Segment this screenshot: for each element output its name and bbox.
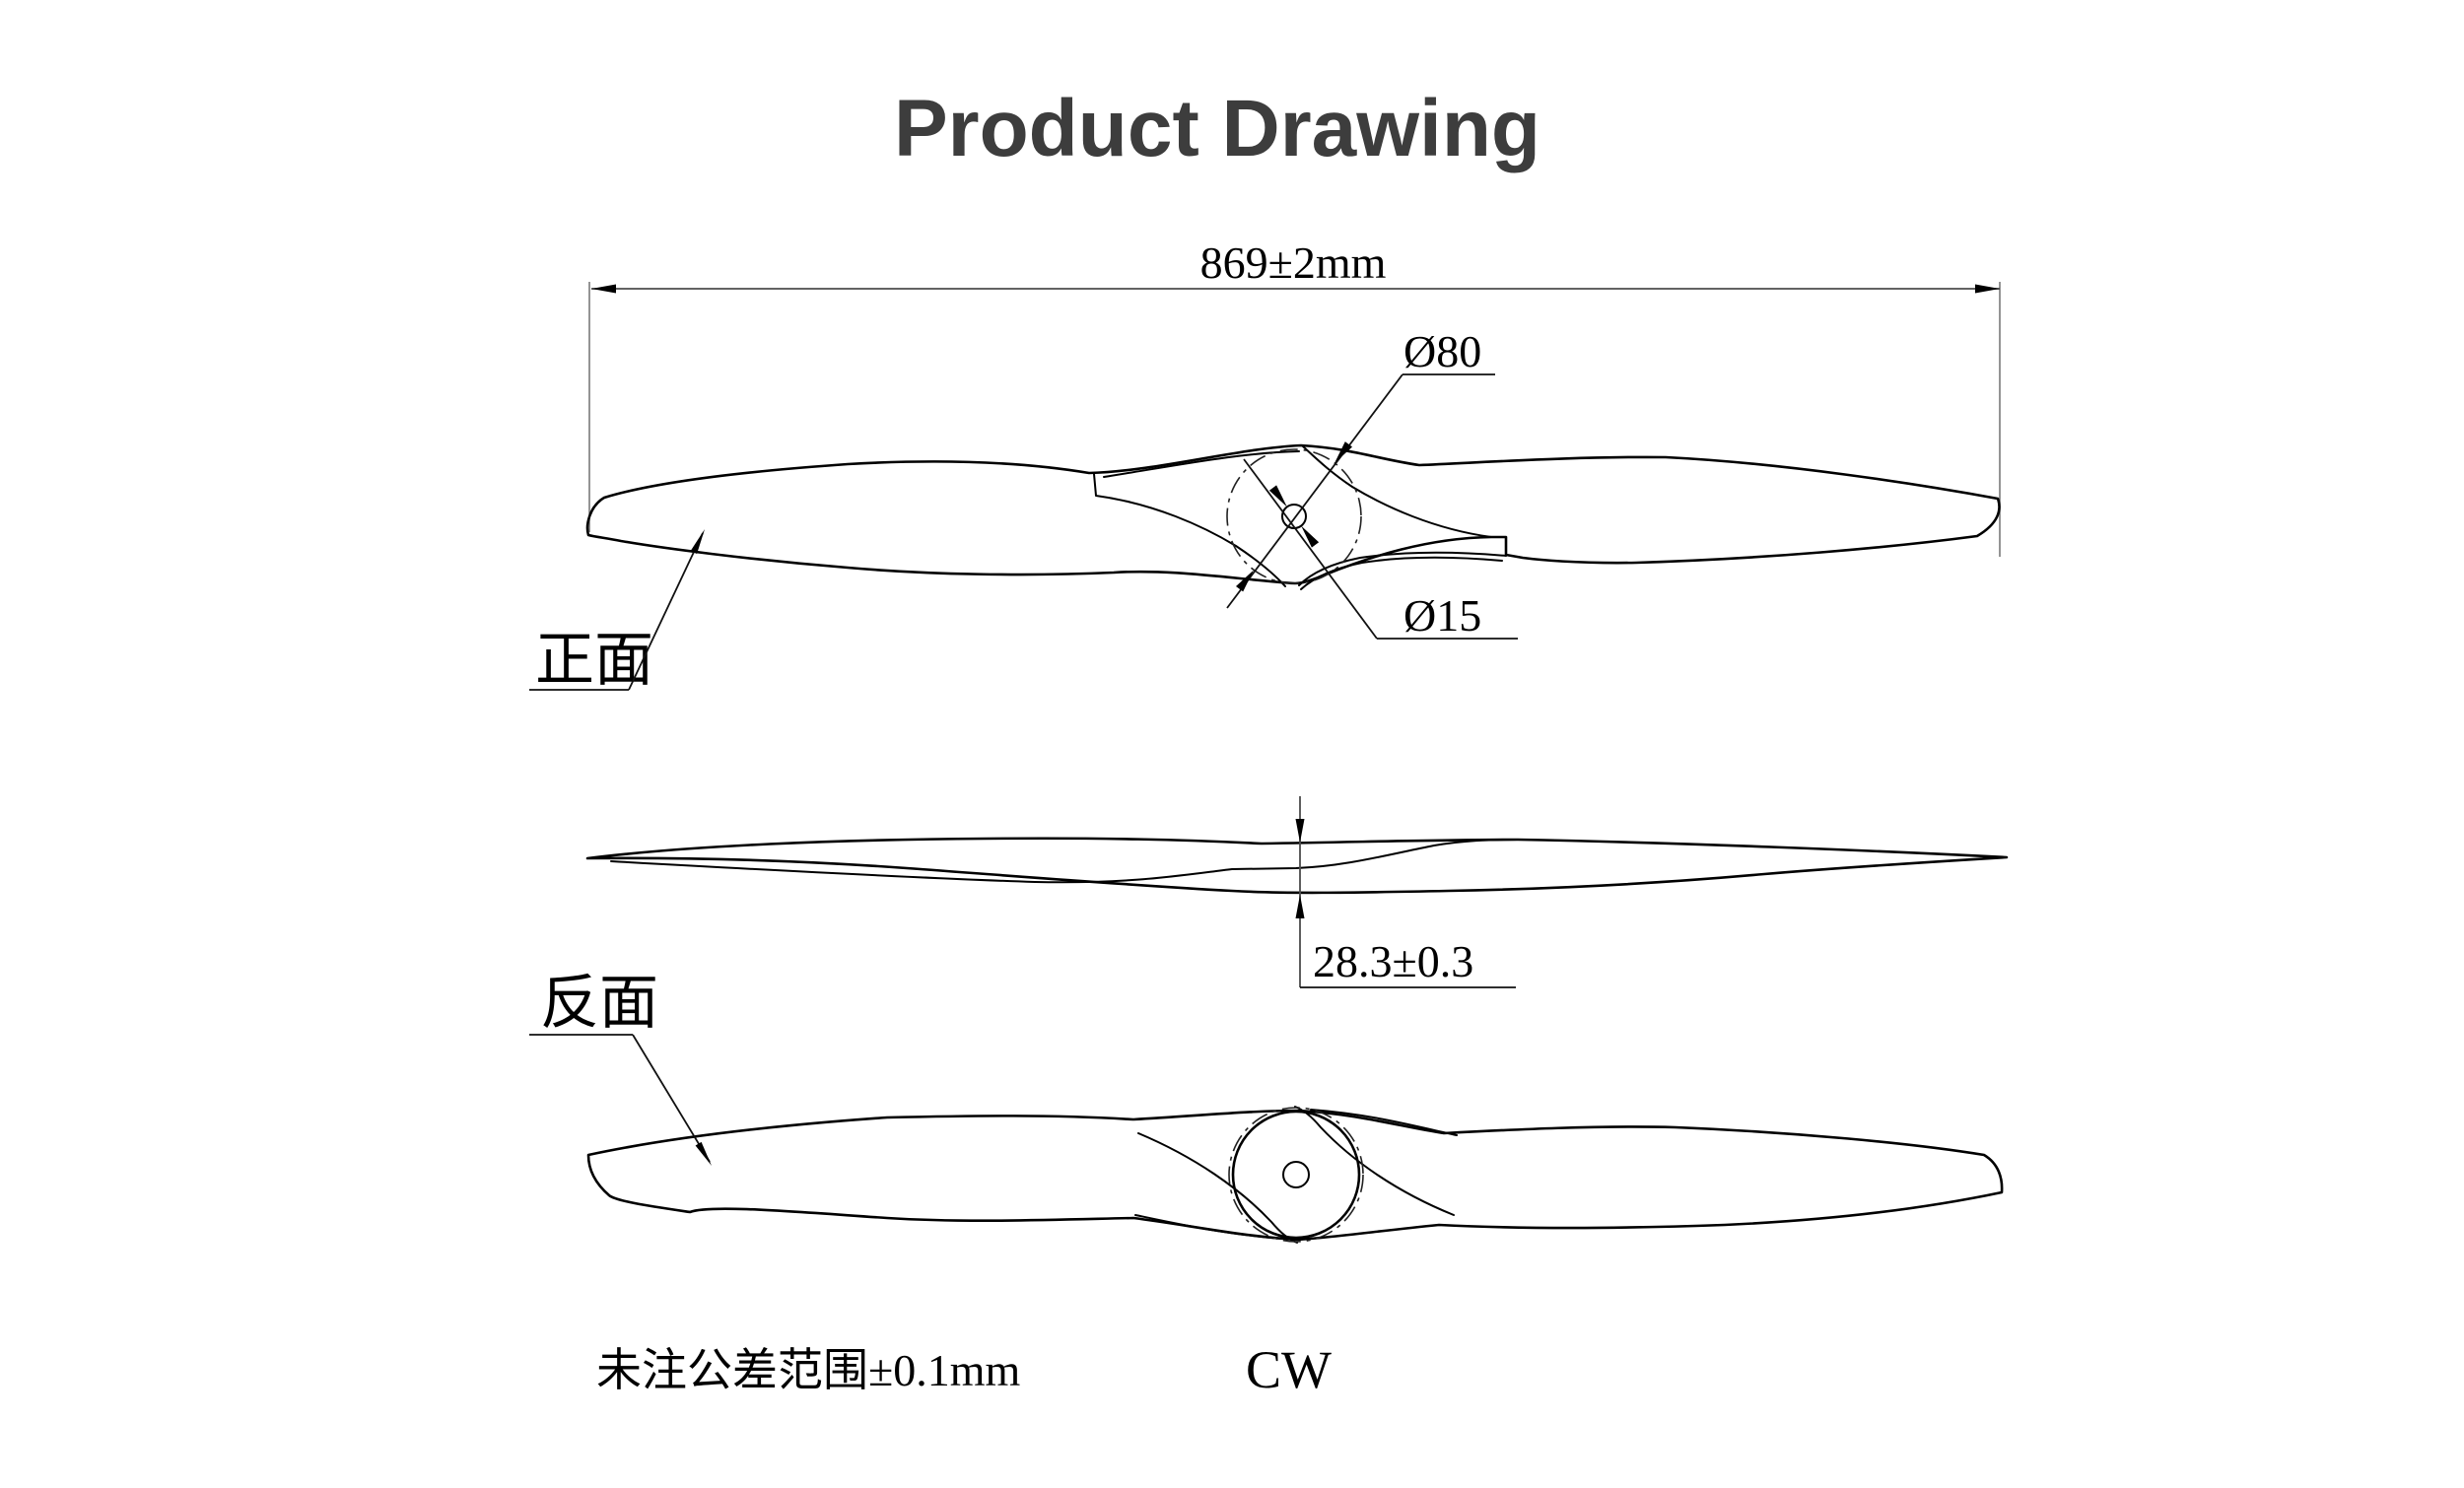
- bore-diameter-arrow-upper: [1268, 485, 1287, 507]
- hub-edge-double-back-bottom: [1134, 1214, 1282, 1240]
- hub-root-curve-back-right: [1294, 1106, 1455, 1216]
- hub-root-curve-right: [1302, 445, 1492, 538]
- back-view-label: 反面: [540, 971, 658, 1036]
- dim-thickness: 28.3±0.3: [1295, 796, 1516, 988]
- tolerance-note: 未注公差范围±0.1mm: [596, 1345, 1021, 1395]
- hub-dashed-circle-back: [1228, 1107, 1364, 1243]
- dim-hub-diameter: Ø80: [1226, 326, 1495, 609]
- dim-overall-length: 869±2mm: [588, 237, 2001, 557]
- front-view-callout: 正面: [529, 529, 705, 693]
- front-label-leader: [628, 532, 704, 691]
- hub-edge-double-back-top: [1310, 1109, 1458, 1136]
- side-view: 28.3±0.3: [585, 796, 2009, 988]
- dim-arrow-right: [1975, 284, 2000, 294]
- front-label-arrow: [690, 529, 705, 554]
- dim-bore-diameter: Ø15: [1243, 458, 1518, 641]
- dim-arrow-left: [591, 284, 616, 294]
- back-view: 反面 CW: [529, 971, 2004, 1399]
- back-view-callout: 反面: [529, 971, 712, 1166]
- front-view: 869±2mm Ø80 Ø15 正面: [529, 237, 2001, 693]
- hub-edge-double-top-left: [1103, 450, 1300, 478]
- thickness-text: 28.3±0.3: [1313, 936, 1473, 986]
- propeller-outline-front: [585, 443, 2001, 585]
- propeller-outline-back: [586, 1109, 2004, 1242]
- front-view-label: 正面: [535, 628, 653, 693]
- propeller-outline-side: [585, 837, 2009, 895]
- thickness-arrow-top: [1295, 819, 1305, 843]
- overall-length-text: 869±2mm: [1200, 237, 1387, 288]
- back-label-leader: [632, 1034, 711, 1163]
- rotation-direction-label: CW: [1246, 1340, 1332, 1399]
- bore-diameter-leader: [1243, 458, 1378, 640]
- back-label-arrow: [695, 1141, 712, 1166]
- hub-edge-double-bottom-right-a: [1298, 551, 1507, 586]
- center-bore-circle-back: [1282, 1161, 1310, 1188]
- hub-boss-circle: [1231, 1110, 1361, 1240]
- hub-edge-double-bottom-right-b: [1300, 556, 1503, 590]
- hub-root-curve-back-left: [1137, 1132, 1298, 1244]
- thickness-arrow-bottom: [1295, 895, 1305, 918]
- blade-edge-inner-side: [610, 839, 1519, 884]
- hub-diameter-arrow-lower: [1236, 570, 1254, 592]
- hub-diameter-text: Ø80: [1403, 326, 1481, 376]
- hub-root-curve-left: [1093, 473, 1286, 587]
- hub-diameter-leader: [1226, 373, 1403, 609]
- page-title: Product Drawing: [894, 84, 1540, 173]
- bore-diameter-arrow-lower: [1301, 525, 1320, 548]
- hub-dashed-circle: [1226, 448, 1362, 584]
- bore-diameter-text: Ø15: [1403, 590, 1481, 641]
- hub-diameter-arrow-upper: [1335, 441, 1352, 463]
